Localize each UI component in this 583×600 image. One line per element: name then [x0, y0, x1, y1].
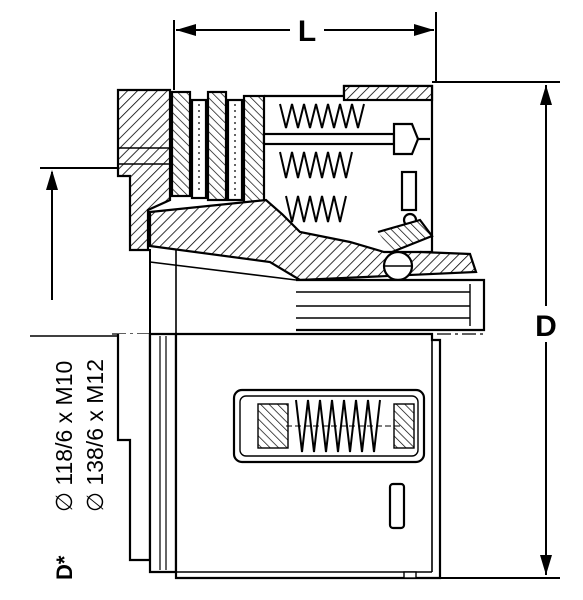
- upper-spring: [279, 103, 365, 129]
- lower-spring: [285, 195, 347, 223]
- friction-disc-4: [226, 98, 244, 202]
- tie-rod: [262, 132, 396, 146]
- bolt-diameter-label: D*: [52, 555, 77, 580]
- dimension-l-label: L: [298, 15, 316, 48]
- dimension-d: D: [432, 81, 564, 579]
- bolt-pattern-m12: ∅ 138/6 x M12: [82, 359, 108, 512]
- adjusting-nut: [392, 122, 420, 156]
- friction-disc-2: [190, 98, 208, 200]
- dimension-d-star: [30, 167, 124, 337]
- shaft-spline: [296, 278, 486, 332]
- lower-flange: [116, 334, 152, 562]
- friction-disc-1: [170, 90, 192, 198]
- window-spring: [295, 399, 381, 453]
- bolt-pattern-m10: ∅ 118/6 x M10: [51, 361, 77, 512]
- housing-body: [148, 332, 178, 574]
- middle-spring: [279, 151, 353, 179]
- dimension-d-label: D: [535, 310, 557, 343]
- pressure-plate: [242, 94, 266, 206]
- lower-exterior-view: [116, 332, 442, 580]
- upper-section-view: [116, 84, 486, 334]
- friction-disc-3: [206, 90, 228, 202]
- housing-slot: [388, 482, 406, 530]
- dimension-l: L: [173, 12, 437, 90]
